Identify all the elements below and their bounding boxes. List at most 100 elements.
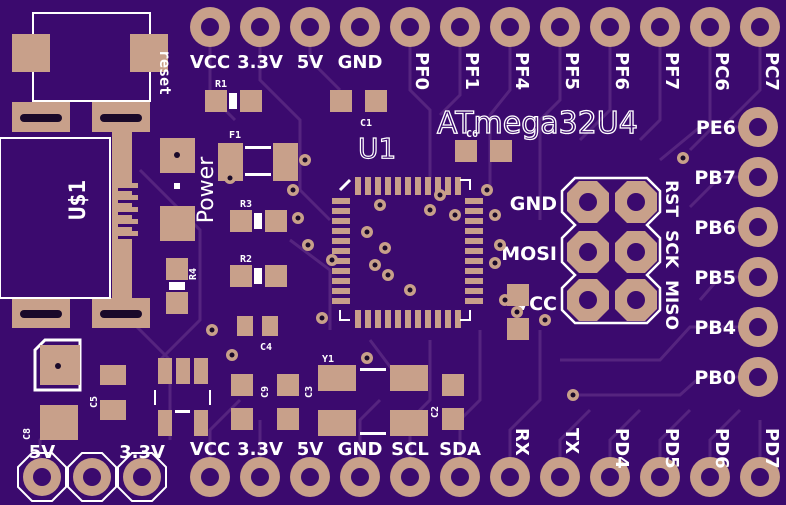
r2-label: R2 xyxy=(240,254,252,265)
isp-vcc-pad xyxy=(507,284,529,306)
right-pin-pad xyxy=(738,307,778,347)
c8-label: C8 xyxy=(22,428,33,440)
c4-label: C4 xyxy=(260,342,272,353)
chip-ref-label: U1 xyxy=(358,132,396,165)
top-pin-pad xyxy=(540,7,580,47)
isp-pin-pad xyxy=(615,279,657,321)
via xyxy=(434,189,446,201)
via xyxy=(292,212,304,224)
power-label: Power xyxy=(194,156,219,223)
bottom-pin-label: 5V xyxy=(297,439,324,460)
voltage-regulator: C5 C8 xyxy=(22,338,211,440)
reset-button: reset xyxy=(12,12,174,102)
bottom-pin-label: PD4 xyxy=(611,428,632,469)
bottom-pin-label: SDA xyxy=(439,439,481,460)
top-pin-label: PC7 xyxy=(761,52,782,91)
bottom-pin-pad xyxy=(340,457,380,497)
bottom-pin-label: SCL xyxy=(391,439,429,460)
isp-header xyxy=(560,176,662,325)
capacitor-c6: C6 xyxy=(455,129,512,162)
right-pin-label: PB6 xyxy=(694,217,736,239)
top-pin-label: 5V xyxy=(297,52,324,73)
via xyxy=(302,239,314,251)
right-pin-label: PE6 xyxy=(696,117,736,139)
bottom-pin-pad xyxy=(390,457,430,497)
left-bottom-pin-pad xyxy=(117,452,167,502)
right-pin-label: PB7 xyxy=(694,167,736,189)
via xyxy=(511,306,523,318)
via xyxy=(361,352,373,364)
right-pin-header xyxy=(738,107,778,397)
right-pin-label: PB0 xyxy=(694,367,736,389)
isp-pin-pad xyxy=(615,231,657,273)
bottom-pin-pad xyxy=(540,457,580,497)
top-pin-label: GND xyxy=(338,52,383,73)
via xyxy=(539,314,551,326)
r3-label: R3 xyxy=(240,199,252,210)
top-pin-pad xyxy=(590,7,630,47)
via xyxy=(361,226,373,238)
via xyxy=(449,209,461,221)
top-pin-pad xyxy=(240,7,280,47)
r1-label: R1 xyxy=(215,79,227,90)
bottom-pin-label: PD6 xyxy=(711,428,732,469)
resistor-r4: R4 xyxy=(166,258,199,314)
via xyxy=(374,199,386,211)
bottom-pin-pad xyxy=(590,457,630,497)
via xyxy=(489,257,501,269)
via xyxy=(499,294,511,306)
power-led: Power xyxy=(160,138,219,241)
bottom-pin-label: VCC xyxy=(190,439,230,460)
via xyxy=(224,172,236,184)
right-pin-pad xyxy=(738,207,778,247)
fuse-f1: F1 xyxy=(218,130,298,181)
via xyxy=(316,312,328,324)
top-pin-pad xyxy=(190,7,230,47)
left-bottom-pin-pad xyxy=(67,452,117,502)
c1-label: C1 xyxy=(360,118,372,129)
top-pin-label: PC6 xyxy=(711,52,732,91)
isp-vcc-pad-2 xyxy=(507,318,529,340)
f1-label: F1 xyxy=(229,130,241,141)
top-pin-label: 3.3V xyxy=(237,52,283,73)
via xyxy=(404,284,416,296)
usb-ref-label: U$1 xyxy=(66,180,91,220)
vias xyxy=(206,152,689,401)
via xyxy=(299,154,311,166)
via xyxy=(424,204,436,216)
crystal-y1: Y1 xyxy=(318,354,428,436)
r4-label: R4 xyxy=(188,268,199,280)
top-pin-pad xyxy=(690,7,730,47)
isp-pin-pad xyxy=(615,181,657,223)
left-bottom-pin-pad xyxy=(17,452,67,502)
left-bottom-pin-label: 5V xyxy=(29,442,56,463)
top-pin-label: VCC xyxy=(190,52,230,73)
resistor-r2: R2 xyxy=(230,254,287,287)
isp-right-label: SCK xyxy=(661,230,681,269)
top-pin-header xyxy=(190,7,780,47)
bottom-pin-pad xyxy=(640,457,680,497)
via xyxy=(369,259,381,271)
isp-right-label: MISO xyxy=(661,280,681,330)
usb-connector: U$1 xyxy=(0,102,150,328)
right-pin-pad xyxy=(738,257,778,297)
isp-pin-pad xyxy=(567,279,609,321)
top-pin-pad xyxy=(390,7,430,47)
via xyxy=(287,184,299,196)
via xyxy=(206,324,218,336)
via xyxy=(567,389,579,401)
right-pin-pad xyxy=(738,107,778,147)
bottom-pin-label: PD7 xyxy=(761,428,782,469)
bottom-pin-pad xyxy=(240,457,280,497)
right-pin-label: PB5 xyxy=(694,267,736,289)
reset-label: reset xyxy=(156,50,174,95)
bottom-pin-pad xyxy=(690,457,730,497)
via xyxy=(379,242,391,254)
capacitor-c4: C4 xyxy=(237,316,278,353)
